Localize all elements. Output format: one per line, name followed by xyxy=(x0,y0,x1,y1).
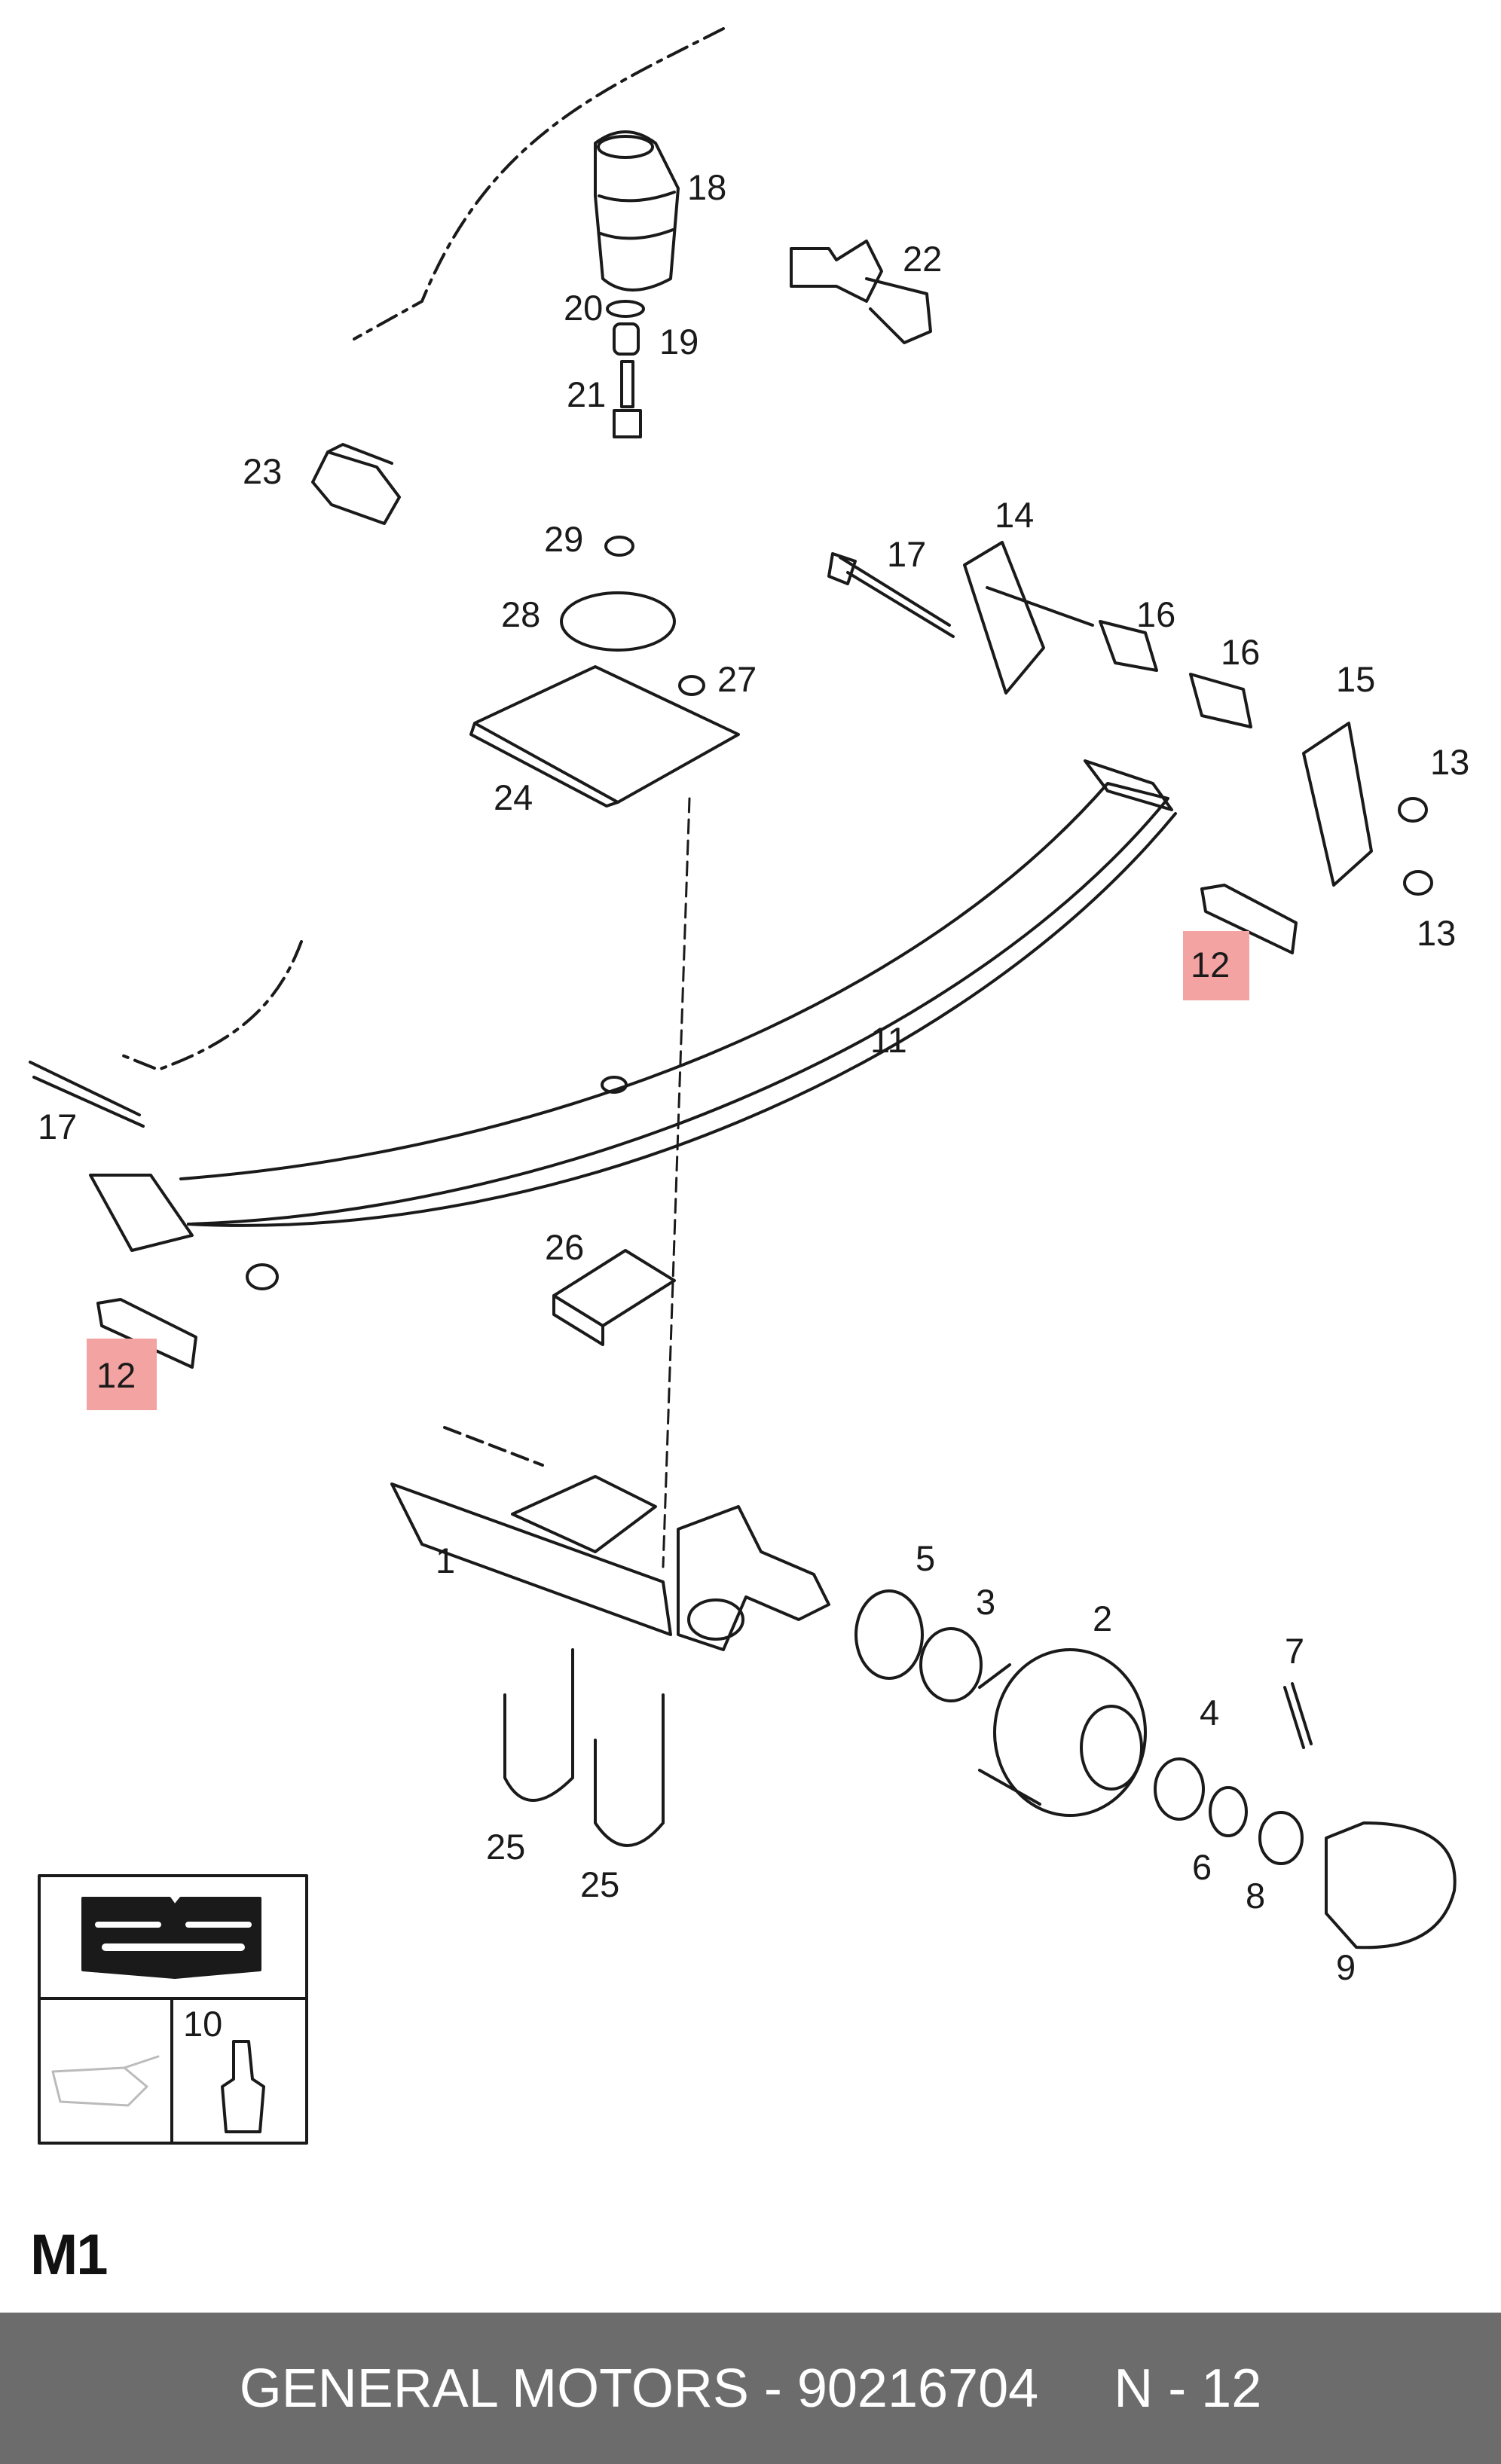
u-bolt-25a xyxy=(503,1648,574,1802)
callout-25a: 25 xyxy=(486,1827,525,1867)
bump-stop xyxy=(594,130,680,292)
grease-bottle-icon xyxy=(221,2040,265,2133)
callout-12-highlight-right xyxy=(1183,931,1249,1000)
callout-18: 18 xyxy=(687,167,726,207)
spacer-19 xyxy=(613,322,640,356)
alignment-line xyxy=(662,797,691,1568)
callout-3: 3 xyxy=(976,1582,995,1622)
callout-14: 14 xyxy=(995,495,1034,535)
cotter-pin-7 xyxy=(1283,1682,1313,1749)
callout-16a: 16 xyxy=(1136,594,1175,634)
callout-13b: 13 xyxy=(1417,913,1456,953)
bolt-17-left xyxy=(29,1061,145,1128)
callout-27: 27 xyxy=(717,659,757,699)
bracket-15 xyxy=(1302,722,1373,887)
callout-5: 5 xyxy=(916,1538,935,1578)
reference-text: N - 12 xyxy=(1114,2358,1262,2419)
callout-12-right: 12 xyxy=(1191,945,1230,985)
bolt-21 xyxy=(613,360,642,438)
callout-12-left: 12 xyxy=(96,1355,136,1395)
block-26 xyxy=(552,1249,676,1346)
shackle-pin-12-left xyxy=(96,1298,197,1369)
exploded-parts-diagram: 18 22 20 19 21 23 14 29 17 28 16 16 27 1… xyxy=(29,27,1469,2145)
bolt-14-stud xyxy=(986,586,1094,627)
mounting-plate-24 xyxy=(469,665,740,808)
callout-9: 9 xyxy=(1336,1947,1356,1987)
rubber-block-23 xyxy=(311,443,401,525)
bearing-4 xyxy=(1154,1757,1205,1821)
shackle-pin-12-right xyxy=(1200,884,1298,954)
callout-2: 2 xyxy=(1093,1598,1112,1638)
callout-23: 23 xyxy=(243,451,282,491)
washer-20 xyxy=(606,300,645,318)
bracket-14 xyxy=(963,541,1045,695)
callout-10: 10 xyxy=(183,2004,222,2044)
callout-16b: 16 xyxy=(1221,632,1260,672)
washer-28 xyxy=(560,591,676,652)
callout-25b: 25 xyxy=(580,1864,619,1904)
nut-13b xyxy=(1403,870,1433,896)
nut-27 xyxy=(678,675,705,696)
hub-2 xyxy=(978,1648,1147,1817)
callout-19: 19 xyxy=(659,322,699,362)
nut-13a xyxy=(1398,797,1428,823)
leaf-spring-11 xyxy=(179,759,1177,1227)
body-outline-left xyxy=(119,940,303,1071)
bolt-17-right xyxy=(827,552,955,638)
callout-1: 1 xyxy=(436,1540,455,1580)
seal-5 xyxy=(854,1589,924,1680)
callout-labels: 18 22 20 19 21 23 14 29 17 28 16 16 27 1… xyxy=(38,167,1469,2044)
callout-22: 22 xyxy=(903,239,942,279)
hub-cap-9 xyxy=(1325,1821,1457,1950)
callout-7: 7 xyxy=(1285,1631,1304,1671)
washer-6 xyxy=(1209,1786,1248,1837)
bushing-16a xyxy=(1099,620,1158,672)
callout-28: 28 xyxy=(501,594,540,634)
callout-6: 6 xyxy=(1192,1847,1212,1887)
footer-bar: GENERAL MOTORS - 90216704 N - 12 xyxy=(0,2313,1501,2464)
callout-26: 26 xyxy=(545,1227,584,1267)
callout-8: 8 xyxy=(1246,1876,1265,1916)
spring-eye-left xyxy=(89,1174,194,1252)
castle-nut-8 xyxy=(1258,1811,1304,1865)
callout-29: 29 xyxy=(544,519,583,559)
nut-left xyxy=(246,1263,279,1290)
callout-13a: 13 xyxy=(1430,742,1469,782)
callout-12-highlight-left xyxy=(87,1339,157,1410)
part-number-text: GENERAL MOTORS - 90216704 xyxy=(239,2358,1039,2419)
callout-17-right: 17 xyxy=(887,534,926,574)
callout-17-left: 17 xyxy=(38,1107,77,1147)
plug-22 xyxy=(790,240,932,344)
callout-20: 20 xyxy=(564,288,603,328)
body-outline-top xyxy=(353,27,725,340)
callout-15: 15 xyxy=(1336,659,1375,699)
u-bolt-25b xyxy=(594,1693,665,1847)
diagram-code: M1 xyxy=(30,2223,109,2287)
callout-24: 24 xyxy=(494,777,533,817)
axle-1 xyxy=(390,1426,830,1651)
oil-can-icon xyxy=(51,2055,160,2107)
callout-4: 4 xyxy=(1200,1693,1219,1733)
bushing-16b xyxy=(1189,673,1252,728)
callout-21: 21 xyxy=(567,374,606,414)
nut-29 xyxy=(604,536,634,557)
workshop-manual-icon xyxy=(81,1897,261,1979)
bearing-3 xyxy=(919,1627,983,1702)
callout-11: 11 xyxy=(870,1020,907,1060)
